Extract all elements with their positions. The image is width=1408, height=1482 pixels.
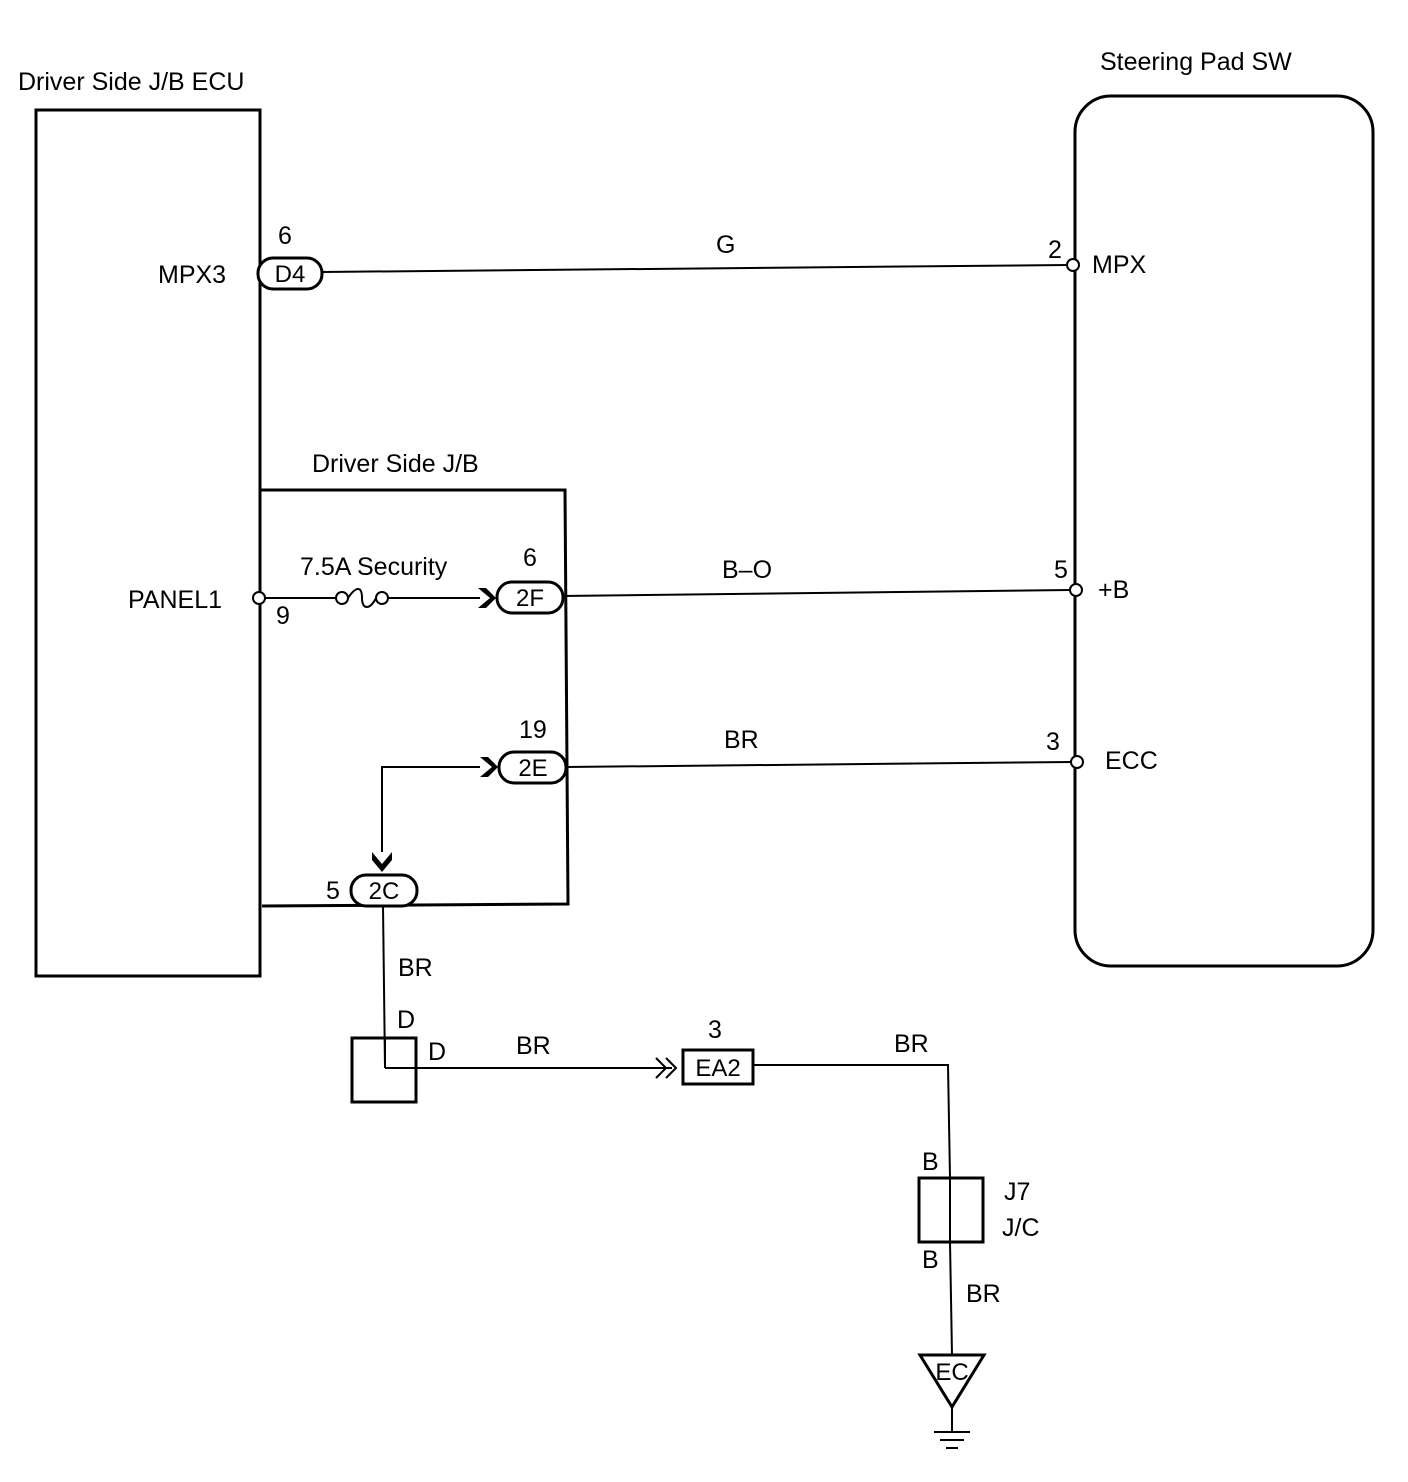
ground-ec: EC	[917, 1353, 987, 1449]
connector-2e-arrow-icon	[480, 757, 498, 777]
steering-outline	[1073, 94, 1375, 968]
fuse-terminal-left	[335, 591, 349, 605]
ecu-outline	[34, 108, 262, 978]
wire-color-to-ea2: BR	[516, 1032, 551, 1060]
connector-2c-arrow-icon	[372, 852, 392, 872]
connector-ea2: EA2 3	[655, 1016, 755, 1086]
switch-b-terminal-dot	[1069, 583, 1083, 597]
wire-color-mpx: G	[716, 231, 735, 259]
fuse-element-icon	[347, 588, 377, 608]
switch-ecc-terminal-dot	[1070, 755, 1084, 769]
connector-2e-pin: 19	[519, 716, 547, 744]
jb-outline	[260, 488, 570, 908]
connector-2c: 2C 5	[326, 852, 419, 908]
connector-ea2-arrow-inner-icon	[665, 1057, 678, 1079]
j7-bottom-label: B	[922, 1246, 939, 1274]
ground-triangle	[917, 1353, 987, 1410]
connector-d4-pin: 6	[278, 222, 292, 250]
connector-2f: 2F 6	[478, 544, 565, 615]
switch-mpx-pin: 2	[1048, 236, 1062, 264]
connector-2c-code: 2C	[369, 878, 400, 905]
junction-connector-j7: B B J7 J/C	[917, 1148, 1040, 1274]
steering-title: Steering Pad SW	[1100, 48, 1292, 76]
fuse-label: 7.5A Security	[300, 553, 448, 581]
wire-color-ground-vertical: BR	[398, 954, 433, 982]
ecu-title: Driver Side J/B ECU	[18, 68, 244, 96]
connector-2f-pin: 6	[523, 544, 537, 572]
wire-mpx	[321, 264, 1069, 273]
switch-mpx-terminal-dot	[1066, 258, 1080, 272]
wire-color-ground: BR	[966, 1280, 1001, 1308]
wire-2e-to-2c	[381, 766, 480, 852]
connector-2c-body	[349, 873, 419, 908]
connector-ea2-body	[681, 1048, 755, 1086]
panel1-terminal: 9	[252, 591, 290, 630]
wire-to-ground	[949, 1241, 953, 1356]
connector-ea2-code: EA2	[695, 1055, 740, 1082]
switch-terminal-mpx: MPX	[1092, 251, 1147, 279]
connector-2f-arrow-icon	[478, 588, 496, 608]
switch-b-pin: 5	[1054, 556, 1068, 584]
wire-labels: G B–O BR BR BR BR BR	[398, 231, 1001, 1308]
wire-ea2-out	[753, 1064, 951, 1179]
connector-ea2-arrow-outer-icon	[655, 1057, 668, 1079]
switch-terminals: 2 5 3	[1046, 236, 1084, 769]
connector-2e-body	[497, 750, 568, 785]
connector-2f-code: 2F	[516, 585, 544, 612]
junction-d-right-label: D	[428, 1038, 446, 1066]
wire-b-plus	[561, 589, 1071, 597]
ecu-terminal-panel1: PANEL1	[128, 586, 222, 614]
fuse: 7.5A Security	[300, 553, 448, 608]
junction-block: Driver Side J/B	[260, 450, 570, 908]
connector-2c-pin: 5	[326, 877, 340, 905]
connector-d4-body	[256, 256, 324, 291]
j7-id: J7	[1004, 1178, 1030, 1206]
panel1-pin: 9	[276, 602, 290, 630]
jb-title: Driver Side J/B	[312, 450, 479, 478]
connector-2e: 2E 19	[480, 716, 568, 785]
ground-code: EC	[935, 1359, 968, 1386]
connector-ea2-pin: 3	[708, 1016, 722, 1044]
wire-color-b: B–O	[722, 556, 772, 584]
j7-type: J/C	[1002, 1214, 1040, 1242]
ecu-terminal-mpx3: MPX3	[158, 261, 226, 289]
junction-d: D D	[350, 1006, 446, 1104]
connector-2e-code: 2E	[518, 755, 547, 782]
j7-top-label: B	[922, 1148, 939, 1176]
wire-color-ea2-out: BR	[894, 1030, 929, 1058]
connector-d4-code: D4	[275, 261, 306, 288]
fuse-terminal-right	[375, 591, 389, 605]
panel1-terminal-dot	[252, 591, 266, 605]
connector-d4: D4 6	[256, 222, 324, 291]
switch-terminal-plus-b: +B	[1098, 576, 1129, 604]
switch-ecc-pin: 3	[1046, 728, 1060, 756]
wire-color-ecc: BR	[724, 726, 759, 754]
wires	[264, 264, 1073, 1432]
ecu-block: Driver Side J/B ECU MPX3 PANEL1	[18, 68, 262, 978]
junction-d-top-label: D	[397, 1006, 415, 1034]
wire-ecc	[565, 761, 1073, 768]
steering-pad-switch: Steering Pad SW MPX +B ECC	[1073, 48, 1375, 968]
switch-terminal-ecc: ECC	[1105, 747, 1158, 775]
connector-2f-body	[495, 580, 565, 615]
